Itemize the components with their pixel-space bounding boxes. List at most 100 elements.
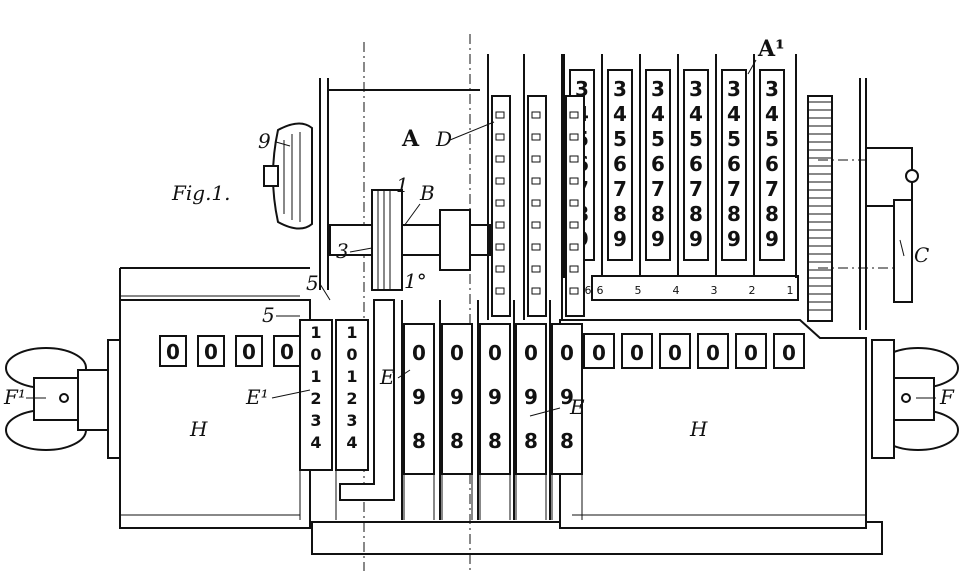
result-digit: 0 — [668, 341, 682, 365]
slide-notch — [495, 155, 505, 163]
small-digit: 1 — [310, 367, 321, 386]
top-wheel — [607, 69, 633, 261]
label-E-small: E — [379, 365, 395, 389]
label-1: 1 — [396, 173, 409, 197]
top-wheel-digit: 9 — [613, 227, 627, 251]
top-wheel-digit: 4 — [689, 102, 703, 126]
slide-notch — [531, 199, 541, 207]
top-wheel-digit: 9 — [727, 227, 741, 251]
label-5a: 5 — [306, 271, 319, 295]
slide-notch — [531, 221, 541, 229]
slide-notch — [569, 177, 579, 185]
slide-notch — [495, 243, 505, 251]
result-window — [773, 333, 805, 369]
small-slide — [335, 319, 369, 471]
setting-digit: 0 — [524, 341, 538, 365]
top-wheel-digit: 4 — [727, 102, 741, 126]
top-wheel-digit: 9 — [689, 227, 703, 251]
slide-notch — [495, 111, 505, 119]
label-3: 3 — [336, 239, 349, 263]
label-H-left: H — [189, 417, 208, 441]
label-C: C — [914, 243, 929, 267]
result-digit: 0 — [592, 341, 606, 365]
slide-notch — [569, 287, 579, 295]
result-digit: 0 — [280, 340, 294, 364]
top-column-number-label: 1 — [787, 284, 794, 297]
top-column-number-label: 3 — [711, 284, 718, 297]
setting-digit: 9 — [450, 385, 464, 409]
small-digit: 1 — [346, 323, 357, 342]
result-window — [235, 335, 263, 367]
top-column-number-label: 6 — [597, 284, 604, 297]
top-wheel-digit: 8 — [689, 202, 703, 226]
top-wheel-digit: 8 — [651, 202, 665, 226]
top-wheel — [683, 69, 709, 261]
top-wheel-digit: 6 — [765, 152, 779, 176]
slide-notch — [495, 287, 505, 295]
small-digit: 3 — [310, 411, 321, 430]
setting-digit: 0 — [412, 341, 426, 365]
label-H-right: H — [689, 417, 708, 441]
top-wheel-digit: 4 — [765, 102, 779, 126]
small-digit: 0 — [310, 345, 321, 364]
fig-label: Fig.1. — [171, 181, 231, 205]
slide-notch — [531, 265, 541, 273]
slide-notch — [531, 111, 541, 119]
top-wheel-digit: 7 — [689, 177, 703, 201]
setting-digit: 9 — [524, 385, 538, 409]
setting-digit: 9 — [488, 385, 502, 409]
housing-right — [559, 319, 867, 529]
top-column-number-label: 2 — [749, 284, 756, 297]
top-wheel-columns: 3456789634567895345678943456789334567892… — [563, 54, 799, 301]
setting-digit: 8 — [488, 429, 502, 453]
slide-notch — [495, 133, 505, 141]
slide-notch — [531, 133, 541, 141]
result-window — [159, 335, 187, 367]
setting-digit: 0 — [560, 341, 574, 365]
slide-notch — [531, 177, 541, 185]
small-digit: 1 — [346, 367, 357, 386]
small-slide — [299, 319, 333, 471]
top-wheel — [645, 69, 671, 261]
top-wheel-digit: 8 — [765, 202, 779, 226]
result-digit: 0 — [242, 340, 256, 364]
slide-notch — [569, 243, 579, 251]
slide-notch — [495, 221, 505, 229]
result-window — [659, 333, 691, 369]
knob-F1 — [5, 339, 121, 459]
result-digit: 0 — [630, 341, 644, 365]
top-wheel-digit: 5 — [727, 127, 741, 151]
lever-E — [339, 299, 395, 501]
label-B: B — [419, 181, 435, 205]
label-F: F — [939, 385, 955, 409]
top-wheel-base — [591, 275, 799, 301]
top-wheel-digit: 6 — [689, 152, 703, 176]
top-column-number-label: 4 — [673, 284, 680, 297]
small-digit: 2 — [346, 389, 357, 408]
top-wheel-digit: 5 — [651, 127, 665, 151]
result-digit: 0 — [706, 341, 720, 365]
top-wheel — [721, 69, 747, 261]
small-digit: 0 — [346, 345, 357, 364]
housing-left — [119, 267, 311, 529]
top-wheel-digit: 4 — [613, 102, 627, 126]
top-wheel-digit: 7 — [765, 177, 779, 201]
label-E: E — [569, 395, 585, 419]
top-wheel-digit: 3 — [689, 77, 703, 101]
slide-notch — [495, 265, 505, 273]
top-wheel-digit: 5 — [765, 127, 779, 151]
setting-slide — [403, 323, 435, 475]
slide-notch — [569, 111, 579, 119]
slide-notch — [569, 155, 579, 163]
label-5b: 5 — [262, 303, 275, 327]
crank-C — [865, 147, 919, 303]
top-wheel-digit: 6 — [651, 152, 665, 176]
result-window — [273, 335, 301, 367]
result-window — [697, 333, 729, 369]
label-9: 9 — [258, 129, 271, 153]
result-window — [621, 333, 653, 369]
